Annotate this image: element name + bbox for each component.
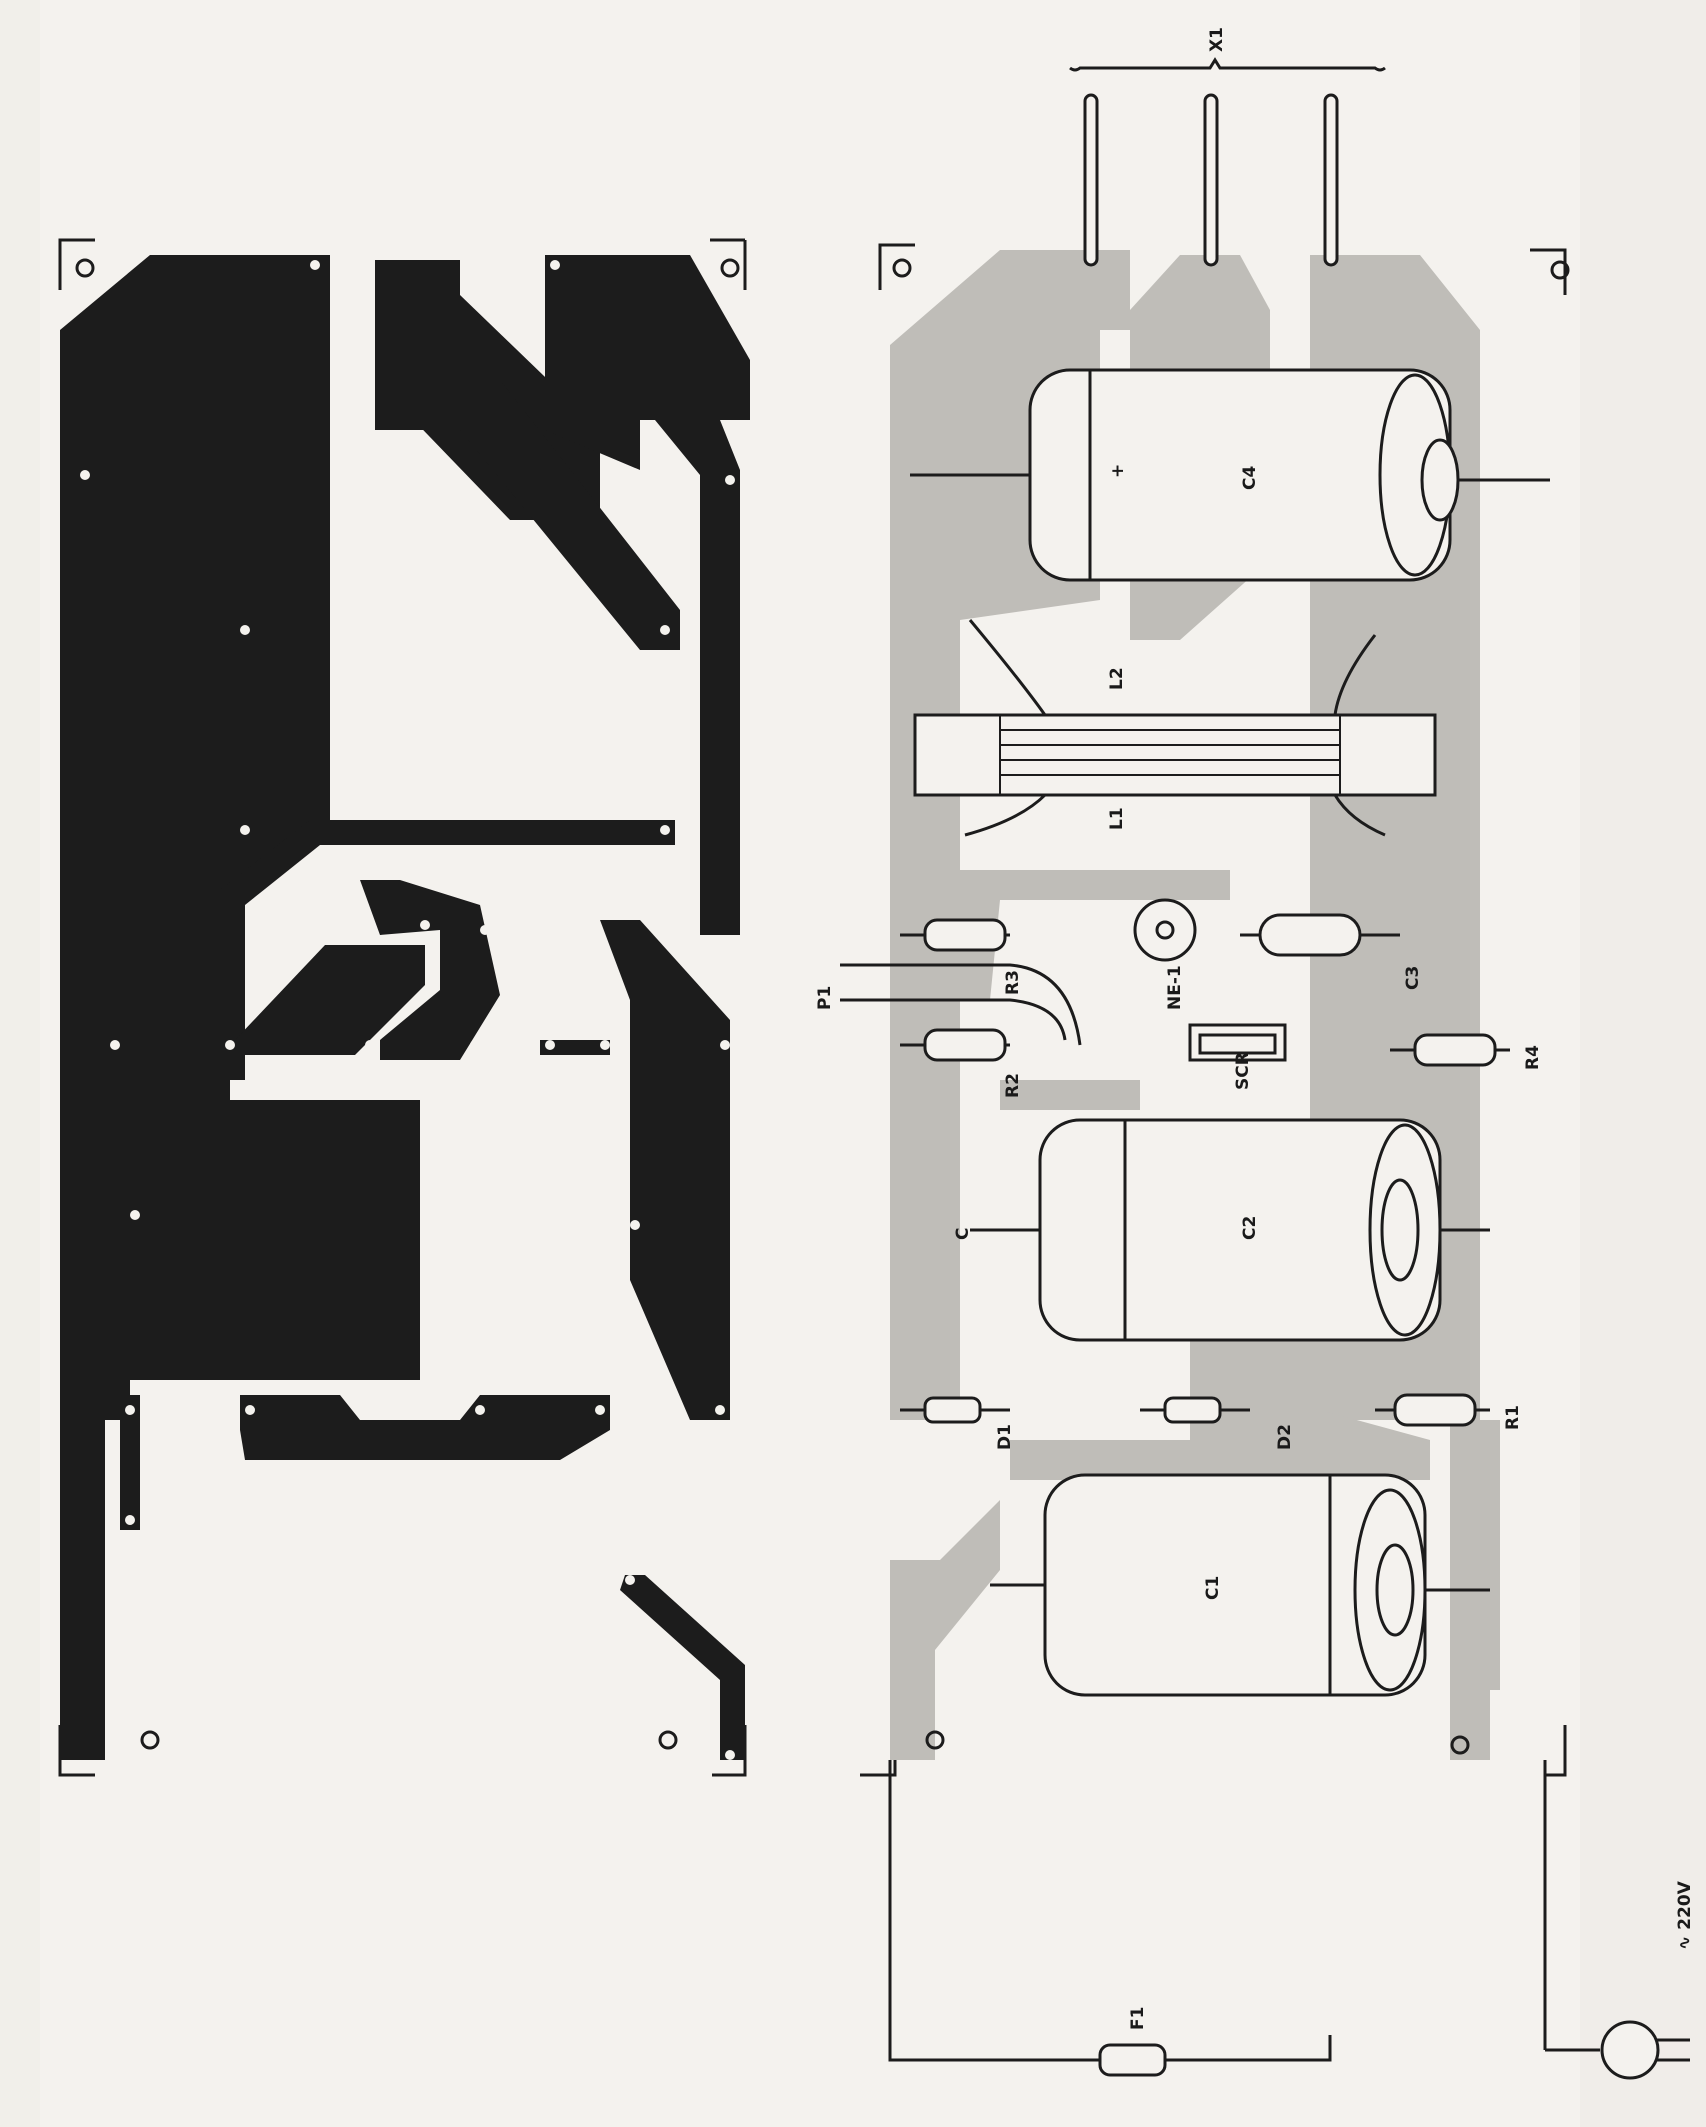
copper-track xyxy=(120,1395,140,1530)
copper-track xyxy=(540,1040,610,1055)
d2-label: D2 xyxy=(1275,1424,1295,1450)
p1-label: P1 xyxy=(815,986,835,1010)
capacitor-c2 xyxy=(970,1118,1490,1342)
copper-track xyxy=(60,255,420,1760)
copper-track xyxy=(655,420,740,935)
c4-label: C4 xyxy=(1240,466,1260,490)
registration-mark xyxy=(860,243,1570,1777)
copper-track xyxy=(240,1395,610,1460)
c2-label: C2 xyxy=(1240,1216,1260,1240)
d1-label: D1 xyxy=(995,1424,1015,1450)
ne1-label: NE-1 xyxy=(1165,965,1185,1010)
potentiometer-p1-wires xyxy=(840,963,1082,1046)
resistor-r4 xyxy=(1390,1033,1510,1067)
c3-label: C3 xyxy=(1403,966,1423,990)
copper-track xyxy=(620,1575,745,1760)
mains-voltage-label: ∿ 220V xyxy=(1675,1880,1695,1950)
capacitor-c1 xyxy=(990,1473,1490,1697)
resistor-r2 xyxy=(900,1028,1010,1062)
f1-label: F1 xyxy=(1128,2007,1148,2030)
x1-connector xyxy=(1069,57,1386,267)
fuse-f1 xyxy=(1098,2043,1167,2077)
component-layout: X1 C4 + L2 L1 xyxy=(815,27,1695,2080)
scr xyxy=(1188,1023,1287,1062)
r4-label: R4 xyxy=(1523,1045,1543,1070)
capacitor-c3 xyxy=(1240,913,1400,957)
copper-track xyxy=(545,255,750,470)
neon-lamp-ne1 xyxy=(1133,898,1197,962)
diode-d1 xyxy=(900,1396,1010,1424)
inductor-l1-l2 xyxy=(913,619,1437,837)
l2-label: L2 xyxy=(1107,667,1127,690)
scr-label: SCR xyxy=(1233,1052,1253,1090)
resistor-r3 xyxy=(900,918,1010,952)
capacitor-c4 xyxy=(910,368,1550,582)
c4-polarity: + xyxy=(1108,464,1128,478)
x1-label: X1 xyxy=(1207,27,1227,52)
copper-track xyxy=(600,920,730,1420)
resistor-r1 xyxy=(1375,1393,1490,1427)
r3-label: R3 xyxy=(1003,970,1023,995)
copper-track xyxy=(360,880,500,1060)
copper-track-layout xyxy=(58,238,750,1777)
mains-wiring xyxy=(888,1760,1600,2062)
l1-label: L1 xyxy=(1107,807,1127,830)
mains-plug-icon xyxy=(1600,2020,1690,2080)
r2-label: R2 xyxy=(1003,1073,1023,1098)
coil-winding xyxy=(1000,729,1340,776)
c1-label: C1 xyxy=(1203,1576,1223,1600)
diode-d2 xyxy=(1140,1396,1250,1424)
copper-track xyxy=(235,945,425,1055)
c-label: C xyxy=(953,1228,973,1240)
drill-holes xyxy=(80,260,735,1760)
copper-track xyxy=(375,380,680,650)
r1-label: R1 xyxy=(1503,1405,1523,1430)
